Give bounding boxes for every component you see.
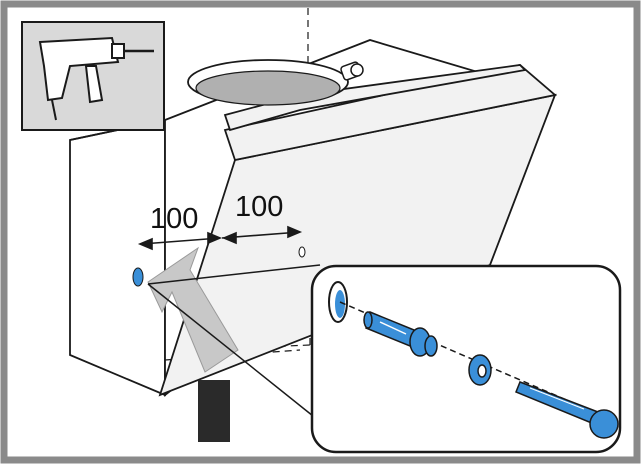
dimension-left-label: 100 (150, 203, 198, 235)
pointer-arrow (147, 246, 239, 373)
washer (468, 354, 492, 386)
support-post (198, 380, 230, 442)
detail-frame (310, 264, 622, 454)
callout-leaders (147, 264, 321, 421)
drill-icon (38, 36, 154, 121)
duct-opening (187, 59, 364, 106)
screw (515, 381, 619, 439)
clamp-screw (340, 61, 364, 81)
detail-callout (310, 264, 622, 454)
drill-hole-marks (132, 246, 306, 287)
bottom-hidden-edges (69, 349, 301, 396)
wall-hole (328, 281, 348, 323)
dimension-lines (137, 225, 303, 251)
wall-plug (363, 310, 438, 357)
dimension-right-label: 100 (235, 191, 283, 223)
drill-tool-box (21, 21, 165, 131)
